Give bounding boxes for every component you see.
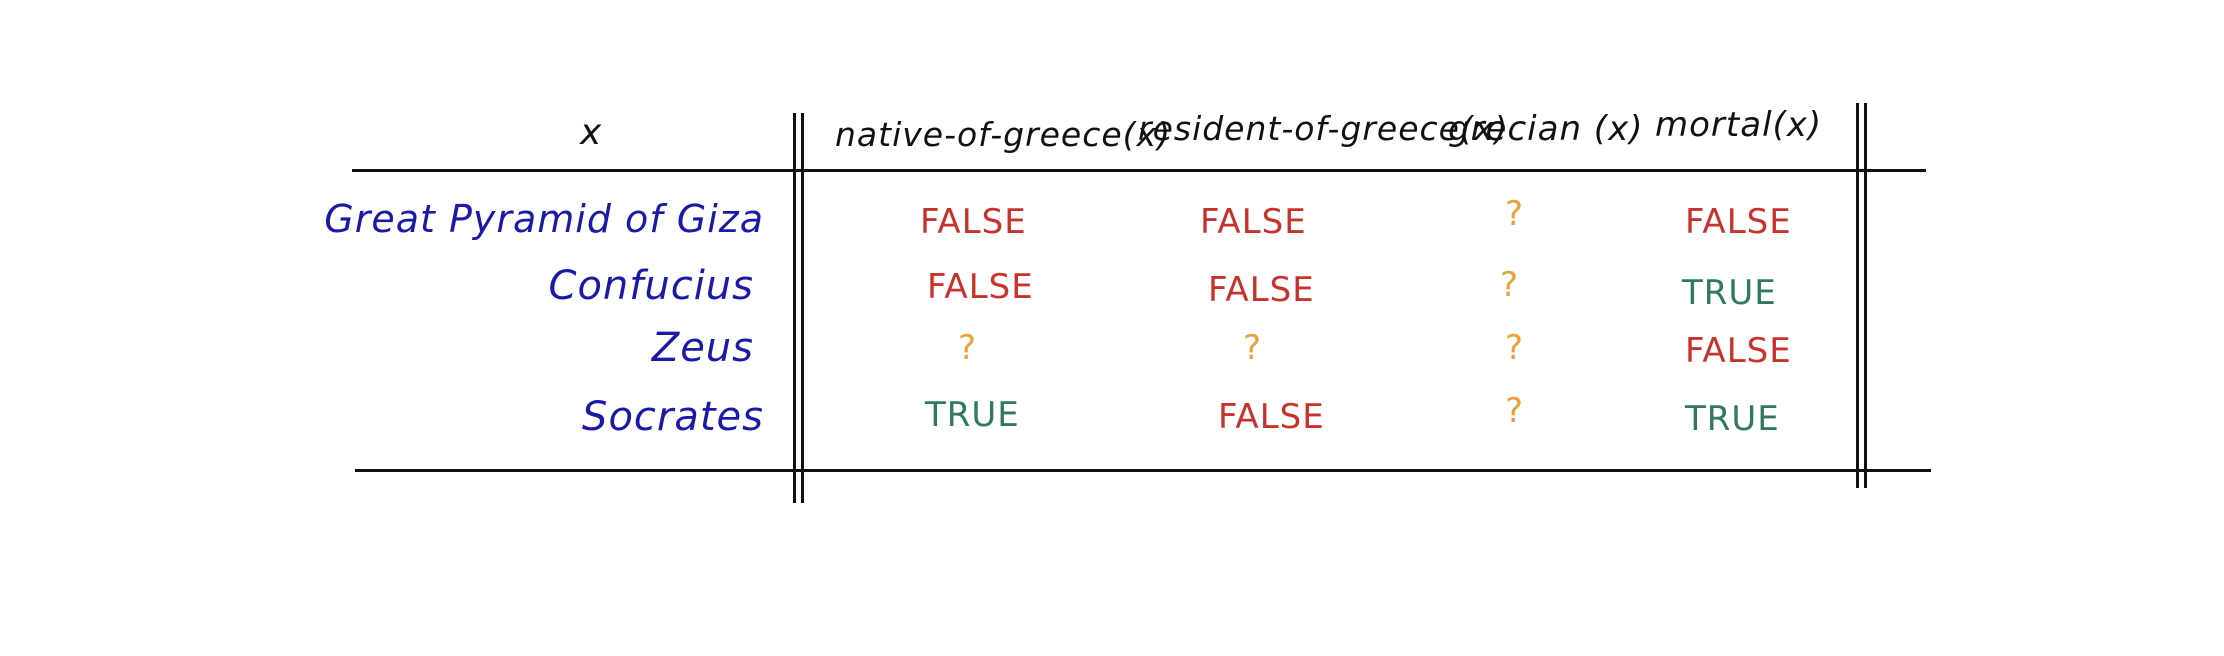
right-double-line-b [1864,103,1867,488]
row-label-confucius: Confucius [548,263,754,309]
row-label-socrates: Socrates [582,394,764,440]
header-grecian: grecian (x) [1448,109,1644,149]
row-label-great-pyramid: Great Pyramid of Giza [324,197,764,241]
header-x: x [580,112,603,153]
value-cell: FALSE [927,267,1034,307]
header-native-of-greece: native-of-greece(x) [835,115,1171,154]
value-cell: ? [1505,328,1525,368]
bottom-border-line [355,469,1931,472]
value-cell: FALSE [1685,331,1792,371]
value-cell: ? [958,328,978,368]
value-cell: TRUE [1685,399,1780,439]
value-cell: FALSE [1208,270,1315,310]
header-mortal: mortal(x) [1655,105,1823,145]
value-cell: FALSE [1218,397,1325,437]
left-double-line-b [801,113,804,503]
value-cell: FALSE [920,202,1027,242]
value-cell: ? [1500,265,1520,305]
value-cell: ? [1243,328,1263,368]
header-divider-line [352,169,1926,172]
value-cell: FALSE [1200,202,1307,242]
right-double-line-a [1856,103,1859,488]
value-cell: ? [1505,391,1525,431]
value-cell: ? [1505,194,1525,234]
row-label-zeus: Zeus [651,325,754,371]
value-cell: TRUE [925,395,1020,435]
header-resident-of-greece: resident-of-greece(x) [1138,109,1509,148]
left-double-line-a [793,113,796,503]
value-cell: FALSE [1685,202,1792,242]
value-cell: TRUE [1682,273,1777,313]
